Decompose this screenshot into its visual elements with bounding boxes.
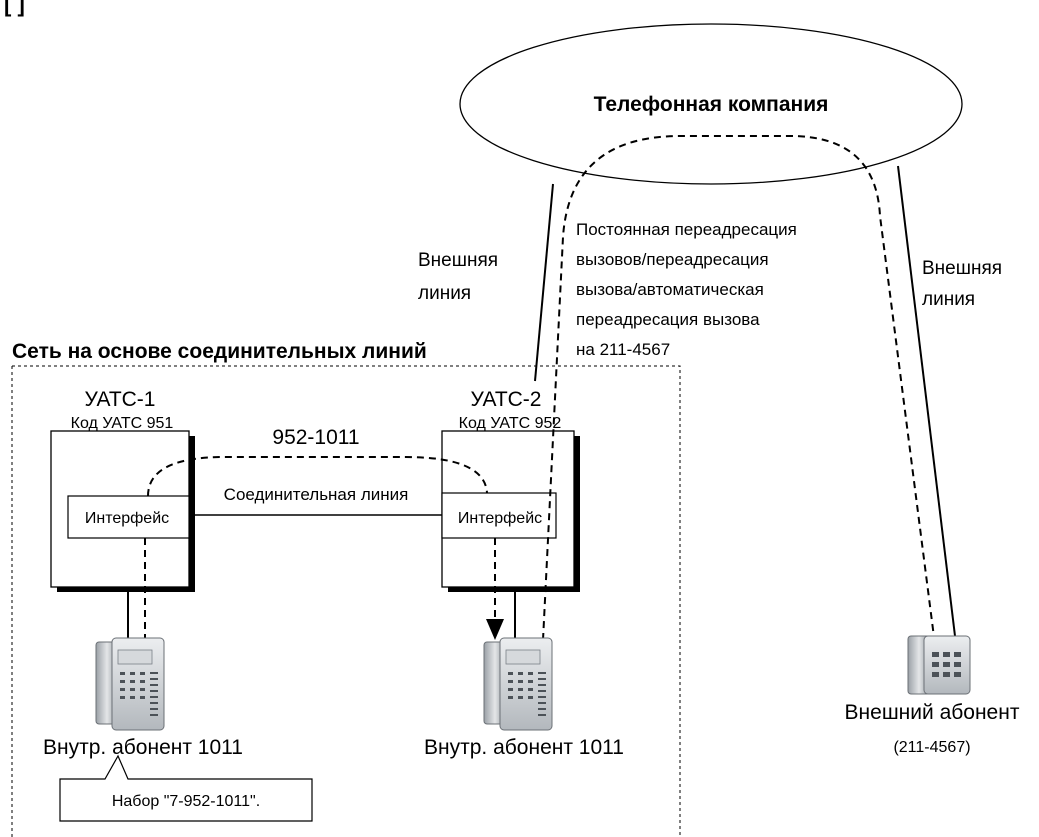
outside-line-left-1: Внешняя xyxy=(418,250,498,271)
forward-note-5: на 211-4567 xyxy=(576,340,670,359)
outside-line-right-1: Внешняя xyxy=(922,258,1002,279)
trunk-label: Соединительная линия xyxy=(224,485,409,504)
telephone-company-label: Телефонная компания xyxy=(594,93,829,116)
extension-2-label: Внутр. абонент 1011 xyxy=(424,736,624,759)
outside-line-right-2: линия xyxy=(922,289,975,310)
dial-callout-text: Набор "7-952-1011". xyxy=(112,793,260,810)
intra-network-call-path xyxy=(147,456,488,497)
forward-note-3: вызова/автоматическая xyxy=(576,280,764,299)
extension-phone-icon xyxy=(483,637,553,731)
pbx2-ring-arrow xyxy=(486,619,504,640)
outside-line-left-2: линия xyxy=(418,283,471,304)
forward-note-1: Постоянная переадресация xyxy=(576,220,797,239)
pbx1-interface-label: Интерфейс xyxy=(85,510,169,527)
forward-note-2: вызовов/переадресация xyxy=(576,250,769,269)
pbx2-interface-label: Интерфейс xyxy=(458,510,542,527)
external-phone-icon xyxy=(907,635,971,695)
pbx1-name: УАТС-1 xyxy=(85,388,156,411)
forwarded-call-path xyxy=(542,135,936,646)
pbx2-code: Код УАТС 952 xyxy=(459,415,562,432)
dial-callout xyxy=(59,754,313,822)
header-fragment: [ ] xyxy=(4,0,25,17)
forward-note-4: переадресация вызова xyxy=(576,310,760,329)
extension-1-label: Внутр. абонент 1011 xyxy=(43,736,243,759)
network-boundary xyxy=(11,365,681,837)
network-title: Сеть на основе соединительных линий xyxy=(12,340,427,363)
outside-line-pbx2 xyxy=(534,183,554,382)
external-party-label: Внешний абонент xyxy=(845,701,1020,724)
pbx2-interface-box xyxy=(441,492,557,539)
external-party-number: (211-4567) xyxy=(893,739,970,756)
pbx1-interface-box xyxy=(67,495,190,539)
outside-line-external xyxy=(897,165,956,637)
extension-phone-icon xyxy=(95,637,165,731)
pbx1-code: Код УАТС 951 xyxy=(71,415,174,432)
dialed-number: 952-1011 xyxy=(272,426,359,449)
pbx2-name: УАТС-2 xyxy=(471,388,542,411)
